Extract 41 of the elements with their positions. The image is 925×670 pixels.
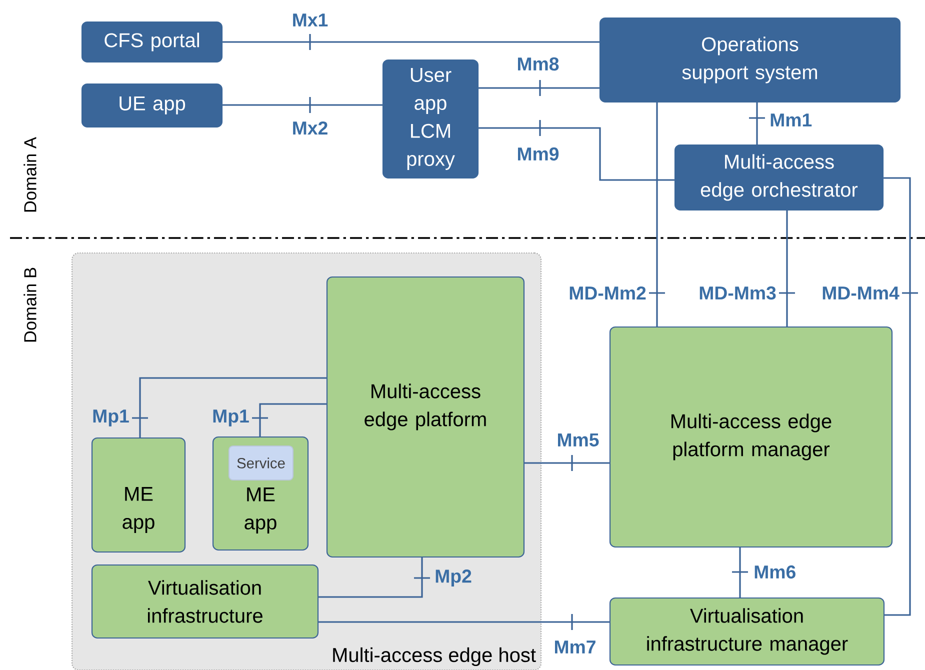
edge-label: Mx1 xyxy=(293,14,328,26)
function-box: Virtualisation infrastructure xyxy=(91,564,319,639)
edge-label: Mm8 xyxy=(518,57,559,71)
function-box: ME app xyxy=(91,437,186,553)
service-box: UE app xyxy=(81,83,223,128)
service-box: User app LCM proxy xyxy=(382,59,479,179)
edge-label: MD-Mm3 xyxy=(700,286,776,300)
interface-line xyxy=(648,102,666,328)
service-badge: Service xyxy=(228,445,294,481)
interface-line xyxy=(222,33,600,51)
interface-line xyxy=(778,210,796,328)
interface-line xyxy=(478,119,676,181)
interface-line xyxy=(251,403,328,438)
edge-label: Mp1 xyxy=(213,410,249,426)
edge-label: Mp2 xyxy=(436,570,472,586)
edge-label: MD-Mm2 xyxy=(570,286,646,300)
interface-line xyxy=(524,454,610,472)
interface-line xyxy=(131,377,328,438)
interface-line xyxy=(318,556,431,598)
edge-label: Mm6 xyxy=(754,565,796,579)
interface-line xyxy=(318,613,610,631)
function-box: Multi-access edge platform manager xyxy=(609,326,893,548)
interface-line xyxy=(222,96,384,114)
edge-label: Mm9 xyxy=(518,147,559,161)
edge-label: Mm5 xyxy=(558,433,599,446)
service-box: Multi-access edge orchestrator xyxy=(674,144,884,211)
domain-label: Domain A xyxy=(24,137,36,212)
service-box: Operations support system xyxy=(599,17,901,103)
interface-line xyxy=(731,546,749,598)
interface-line xyxy=(882,177,919,616)
edge-label: Mm1 xyxy=(770,114,812,126)
edge-label: MD-Mm4 xyxy=(822,286,900,300)
function-box: Virtualisation infrastructure manager xyxy=(609,597,885,666)
edge-label: Mp1 xyxy=(93,410,129,426)
edge-label: Mx2 xyxy=(293,121,328,134)
interface-line xyxy=(748,102,766,146)
interface-line xyxy=(478,79,600,97)
domain-label: Domain B xyxy=(24,268,36,342)
service-box: CFS portal xyxy=(81,21,223,63)
function-box: Multi-access edge platform xyxy=(326,276,525,558)
edge-label: Mm7 xyxy=(555,640,596,654)
